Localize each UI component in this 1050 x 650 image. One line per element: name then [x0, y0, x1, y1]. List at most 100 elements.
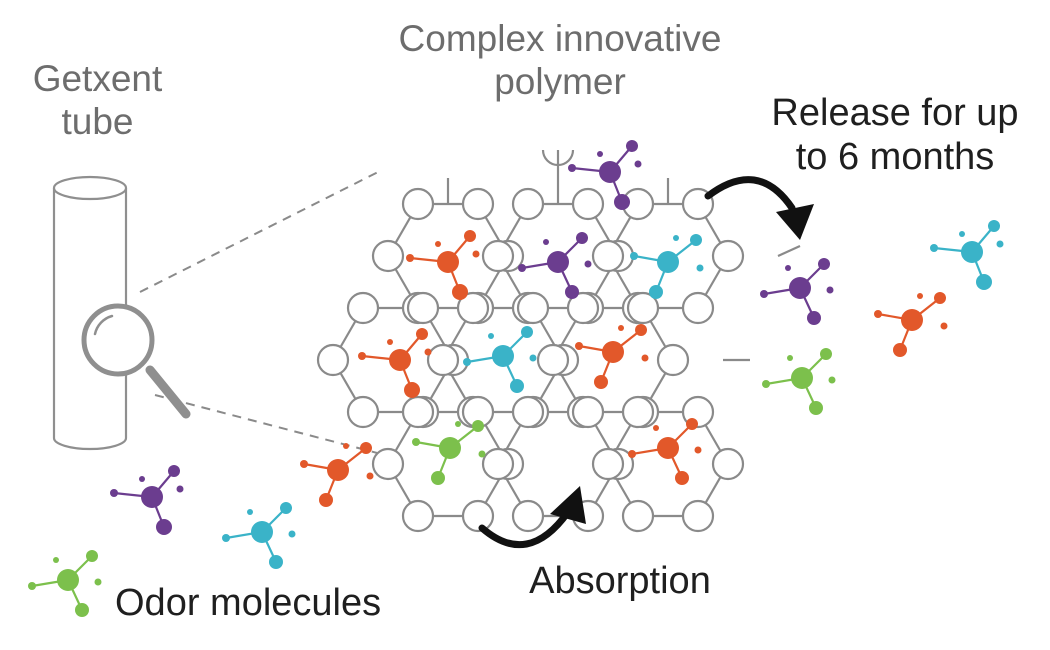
molecule-atom — [529, 354, 537, 362]
molecule-atom — [576, 232, 588, 244]
lattice-node — [461, 499, 495, 533]
lattice-node — [536, 343, 570, 377]
molecule-core — [547, 251, 569, 273]
lattice-node — [711, 239, 745, 273]
molecule-core — [389, 349, 411, 371]
molecule-atom — [649, 285, 663, 299]
lattice-node — [371, 447, 405, 481]
molecule-atom — [594, 375, 608, 389]
molecule-atom — [696, 264, 704, 272]
molecule-atom — [690, 234, 702, 246]
molecule-atom — [424, 348, 432, 356]
molecule-atom — [435, 241, 441, 247]
tube-label-line1: Getxent — [32, 58, 163, 99]
molecule-atom — [387, 339, 393, 345]
molecule-atom — [809, 401, 823, 415]
molecule-atom — [404, 382, 420, 398]
molecule-core — [437, 251, 459, 273]
lattice-node — [571, 187, 605, 221]
molecule-atom — [300, 460, 308, 468]
lattice-node — [346, 395, 380, 429]
molecule-core — [657, 251, 679, 273]
molecule-atom — [675, 471, 689, 485]
molecule-atom — [139, 476, 145, 482]
molecule-atom — [86, 550, 98, 562]
molecule-atom — [472, 420, 484, 432]
molecule-atom — [826, 286, 834, 294]
molecule-atom — [917, 293, 923, 299]
lattice-node — [401, 187, 435, 221]
molecule-atom — [366, 472, 374, 480]
molecule-atom — [452, 284, 468, 300]
molecule-core — [791, 367, 813, 389]
lattice-nodes — [316, 187, 745, 533]
molecule-atom — [628, 450, 636, 458]
molecule-atom — [626, 140, 638, 152]
odor-molecule-icon — [518, 232, 592, 299]
polymer-label-line2: polymer — [494, 60, 626, 102]
molecule-atom — [518, 264, 526, 272]
molecule-atom — [478, 450, 486, 458]
molecule-atom — [686, 418, 698, 430]
molecule-atom — [828, 376, 836, 384]
molecule-atom — [893, 343, 907, 357]
odor-molecule-icon — [28, 550, 102, 617]
molecule-atom — [463, 358, 471, 366]
molecule-atom — [673, 235, 679, 241]
odor-molecule-icon — [568, 140, 642, 210]
molecule-atom — [940, 322, 948, 330]
molecule-atom — [635, 324, 647, 336]
lattice-node — [511, 187, 545, 221]
molecule-atom — [455, 421, 461, 427]
lattice-node — [681, 499, 715, 533]
molecule-atom — [416, 328, 428, 340]
lattice-node — [346, 291, 380, 325]
molecule-atom — [568, 164, 576, 172]
odor-molecule-icon — [222, 502, 296, 569]
lattice-stub — [777, 244, 801, 258]
molecule-atom — [820, 348, 832, 360]
molecule-atom — [521, 326, 533, 338]
molecule-atom — [584, 260, 592, 268]
molecule-atom — [319, 493, 333, 507]
arrows-layer — [478, 176, 814, 549]
lattice-node — [401, 499, 435, 533]
odor-molecule-icon — [358, 328, 432, 398]
molecule-atom — [618, 325, 624, 331]
molecule-core — [251, 521, 273, 543]
molecule-core — [901, 309, 923, 331]
lattice-node — [681, 291, 715, 325]
magnifying-glass-icon — [81, 303, 191, 419]
molecule-core — [439, 437, 461, 459]
polymer-label-line1: Complex innovative — [398, 18, 722, 59]
molecule-atom — [222, 534, 230, 542]
molecule-atom — [762, 380, 770, 388]
release-label-line2: to 6 months — [795, 135, 995, 178]
lattice-node — [456, 291, 490, 325]
molecule-core — [602, 341, 624, 363]
odor-molecule-icon — [575, 324, 649, 389]
molecule-core — [57, 569, 79, 591]
lattice-node — [481, 239, 515, 273]
tube-label: Getxent tube — [10, 58, 185, 143]
molecule-core — [789, 277, 811, 299]
curved-arrow-icon — [704, 176, 814, 240]
release-label: Release for up to 6 months — [755, 92, 1035, 179]
molecule-atom — [472, 250, 480, 258]
lattice-node — [511, 499, 545, 533]
molecule-atom — [406, 254, 414, 262]
lattice-node — [656, 343, 690, 377]
odor-molecule-icon — [930, 220, 1004, 290]
absorption-label: Absorption — [529, 560, 711, 602]
molecule-atom — [959, 231, 965, 237]
odor-molecule-icon — [110, 465, 184, 535]
molecule-atom — [464, 230, 476, 242]
lattice-node — [591, 447, 625, 481]
molecule-atom — [653, 425, 659, 431]
molecule-atom — [543, 239, 549, 245]
lattice-node — [711, 447, 745, 481]
molecule-atom — [168, 465, 180, 477]
lattice-node — [316, 343, 350, 377]
